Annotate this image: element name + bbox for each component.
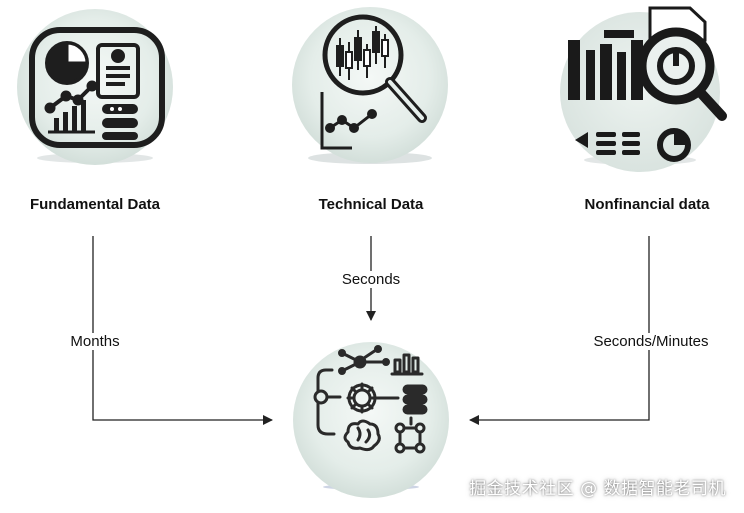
technical-data-node — [292, 7, 448, 164]
hub-node — [293, 342, 449, 498]
nonfinancial-data-icon — [568, 6, 727, 162]
edge-label-seconds: Seconds — [339, 271, 403, 288]
edge-label-months: Months — [68, 333, 122, 350]
hub-circle — [293, 342, 449, 498]
edge-nonfinancial-to-hub — [469, 236, 650, 425]
fundamental-data-node — [17, 9, 173, 165]
fundamental-data-icon — [29, 27, 165, 148]
fundamental-data-title: Fundamental Data — [29, 196, 161, 213]
technical-data-title: Technical Data — [318, 196, 424, 213]
edge-fundamental-to-hub — [92, 236, 273, 425]
nonfinancial-data-node — [560, 6, 727, 172]
edge-label-seconds-minutes: Seconds/Minutes — [591, 333, 711, 350]
nonfinancial-data-title: Nonfinancial data — [584, 196, 710, 213]
ai-processing-icon — [313, 345, 428, 454]
technical-circle — [292, 7, 448, 163]
technical-data-icon — [320, 14, 427, 150]
watermark: 掘金技术社区 @ 数据智能老司机 — [469, 479, 726, 499]
